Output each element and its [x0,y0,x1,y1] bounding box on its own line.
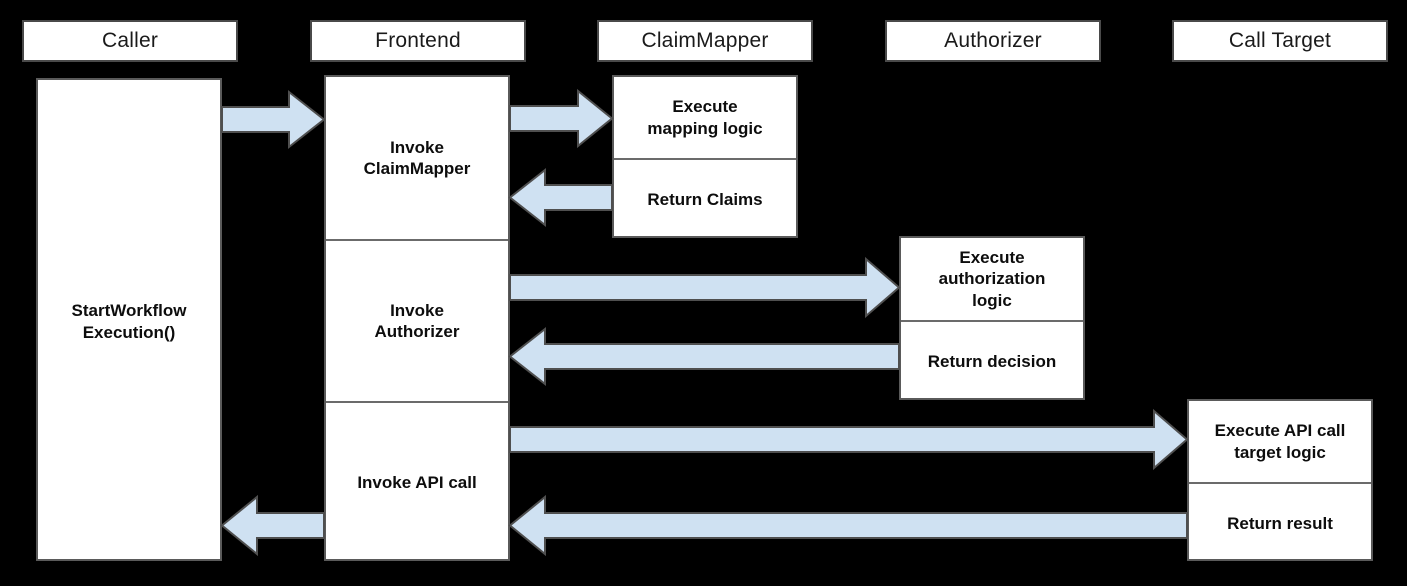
activation-label: Return Claims [647,190,763,210]
message-arrow-frontend-to-calltarget [509,408,1189,471]
lane-header-label: Authorizer [944,29,1042,52]
lane-header-label: Call Target [1228,29,1332,52]
lane-header-label: ClaimMapper [641,29,769,52]
lane-header-frontend: Frontend [310,20,526,62]
message-arrow-authorizer-to-frontend [508,326,900,387]
lane-header-calltarget: Call Target [1172,20,1388,62]
lane-header-label: Caller [101,29,159,52]
activation-label: Return decision [927,352,1057,372]
lane-header-claimmapper: ClaimMapper [597,20,813,62]
message-arrow-claimmapper-to-frontend [508,167,613,228]
lane-header-authorizer: Authorizer [885,20,1101,62]
message-arrow-frontend-to-caller [220,494,325,557]
activation-claimmapper-return-claims: Return Claims [614,158,796,240]
message-arrow-frontend-to-claimmapper [509,88,614,149]
lane-header-label: Frontend [375,29,461,52]
activation-calltarget-return-result: Return result [1189,482,1371,563]
activation-frontend-invoke-api-call: Invoke API call [326,401,508,563]
activation-label: Invoke API call [357,473,477,493]
activation-label: Return result [1227,513,1333,533]
activation-authorizer-return-decision: Return decision [901,320,1083,402]
message-arrow-calltarget-to-frontend [508,494,1188,557]
lane-header-caller: Caller [22,20,238,62]
message-arrow-caller-to-frontend [221,89,326,150]
message-arrow-frontend-to-authorizer [509,256,901,319]
